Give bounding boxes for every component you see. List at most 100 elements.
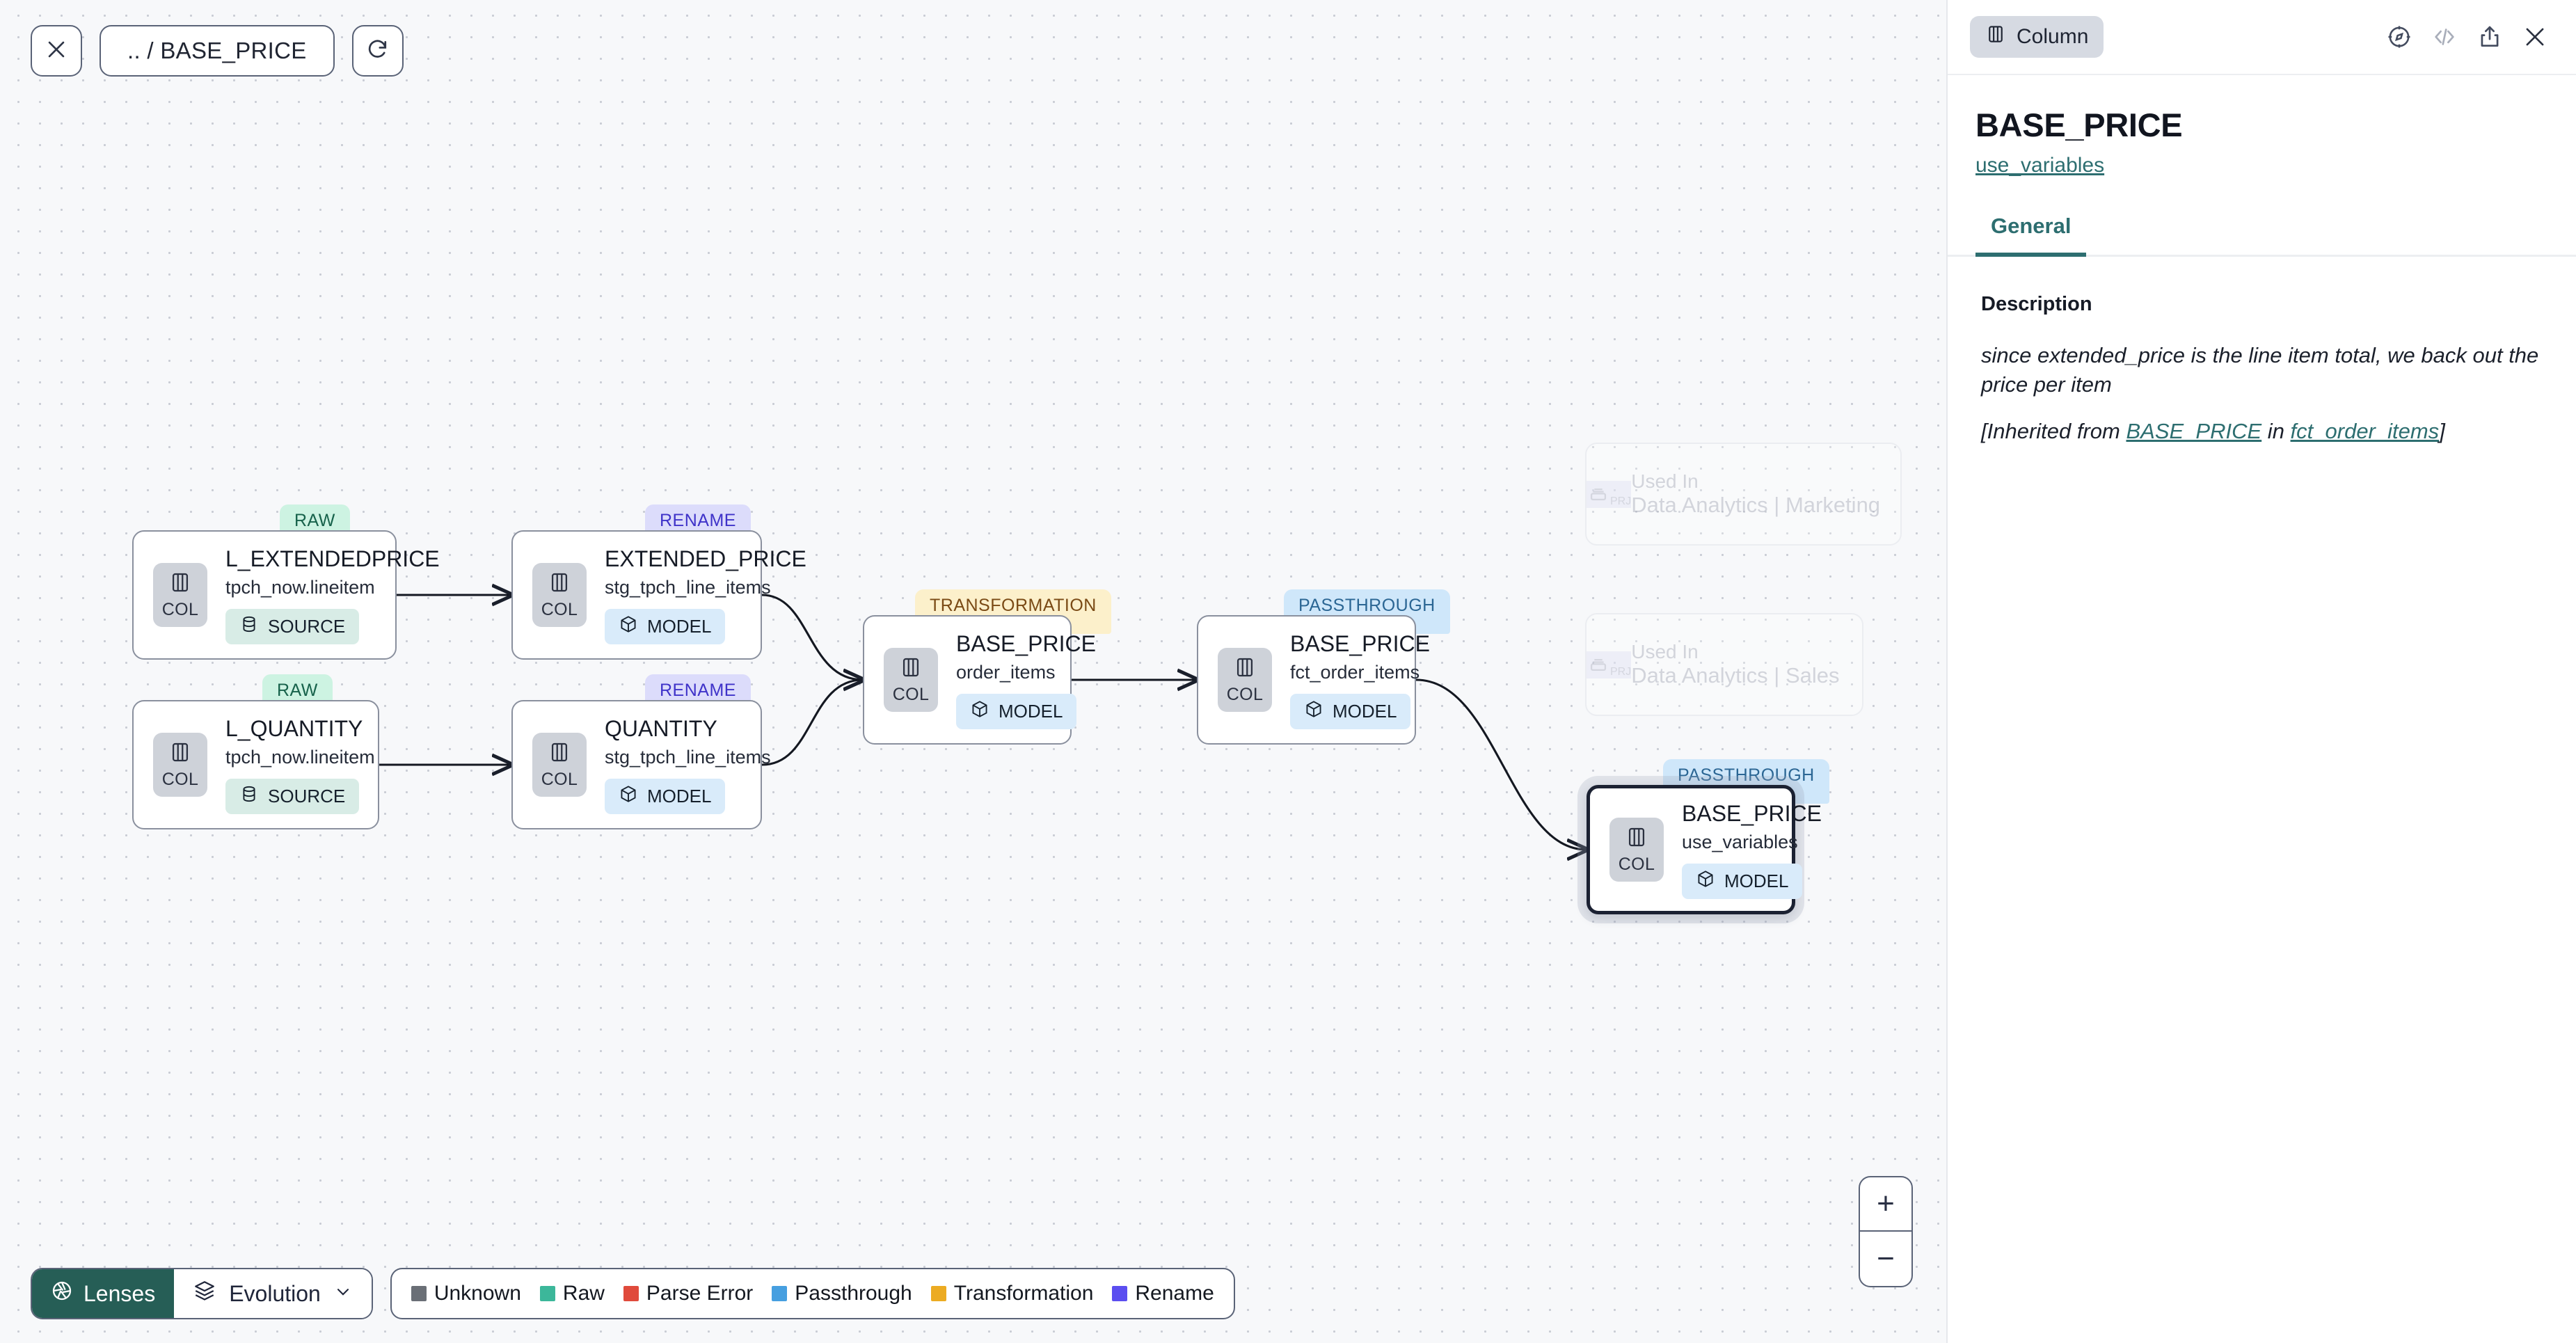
node-type-label: COL: [1226, 684, 1264, 704]
node-type-label: COL: [541, 599, 578, 619]
node-title: BASE_PRICE: [1290, 630, 1430, 656]
inherited-prefix: [Inherited from: [1981, 419, 2126, 444]
legend-swatch: [1112, 1286, 1128, 1301]
node-source-label: MODEL: [1333, 700, 1397, 722]
parent-model-link[interactable]: use_variables: [1975, 154, 2105, 177]
panel-body: Description since extended_price is the …: [1948, 257, 2576, 444]
aperture-icon: [51, 1280, 73, 1308]
used-in-label: Used In: [1631, 470, 1699, 492]
node-source-badge: MODEL: [605, 778, 726, 814]
node-type-label: COL: [1618, 854, 1655, 874]
legend-swatch: [539, 1286, 555, 1301]
entity-type-chip[interactable]: Column: [1970, 16, 2104, 58]
panel-subtitle: use_variables: [1948, 144, 2576, 177]
column-icon: [548, 740, 571, 768]
node-source-label: MODEL: [647, 615, 712, 637]
column-icon: [899, 655, 923, 683]
inherited-model-link[interactable]: fct_order_items: [2290, 419, 2440, 444]
node-type-badge: COL: [153, 563, 207, 627]
share-icon[interactable]: [2476, 24, 2503, 50]
node-type-badge: COL: [884, 648, 938, 712]
details-panel: Column: [1946, 0, 2576, 1343]
status-legend: Unknown Raw Parse Error Passthrough Transfor…: [390, 1268, 1235, 1319]
node-source-label: SOURCE: [268, 785, 346, 806]
zoom-out-button[interactable]: −: [1877, 1241, 1895, 1276]
node-subtitle: use_variables: [1682, 831, 1798, 852]
node-subtitle: tpch_now.lineitem: [225, 576, 375, 598]
project-icon: [1587, 488, 1610, 507]
node-type-label: COL: [892, 684, 930, 704]
legend-item[interactable]: Raw: [539, 1282, 605, 1305]
inherited-from-note: [Inherited from BASE_PRICE in fct_order_…: [1981, 419, 2548, 444]
legend-label: Rename: [1135, 1282, 1214, 1305]
node-title: QUANTITY: [605, 715, 717, 741]
breadcrumb-label: .. / BASE_PRICE: [127, 38, 307, 63]
legend-item[interactable]: Unknown: [411, 1282, 521, 1305]
node-title: L_QUANTITY: [225, 715, 363, 741]
tab-general[interactable]: General: [1975, 214, 2087, 257]
code-icon[interactable]: [2431, 24, 2458, 50]
node-subtitle: order_items: [956, 661, 1056, 683]
chevron-down-icon: [333, 1281, 353, 1307]
node-type-label: COL: [541, 769, 578, 789]
project-icon: [1587, 658, 1610, 678]
column-icon: [1233, 655, 1257, 683]
legend-item[interactable]: Rename: [1112, 1282, 1214, 1305]
legend-item[interactable]: Transformation: [930, 1282, 1093, 1305]
node-type-badge: COL: [1218, 648, 1272, 712]
compass-icon[interactable]: [2386, 24, 2412, 50]
entity-type-label: Column: [2017, 25, 2089, 48]
legend-swatch: [772, 1286, 788, 1301]
zoom-controls: + −: [1859, 1176, 1913, 1287]
cube-icon: [970, 699, 989, 724]
close-icon[interactable]: [2522, 24, 2548, 50]
cube-icon: [619, 614, 638, 639]
node-type-badge: COL: [532, 563, 587, 627]
node-type-label: PRJ: [1610, 495, 1632, 507]
breadcrumb-path-button[interactable]: .. / BASE_PRICE: [100, 25, 335, 77]
node-subtitle: tpch_now.lineitem: [225, 746, 375, 768]
node-type-badge: COL: [532, 733, 587, 797]
panel-tabs: General: [1948, 214, 2576, 257]
canvas-toolbar: .. / BASE_PRICE: [31, 25, 404, 77]
node-type-label: COL: [161, 599, 199, 619]
used-in-target: Data Analytics | Marketing: [1631, 493, 1881, 517]
legend-label: Unknown: [434, 1282, 521, 1305]
close-button[interactable]: [31, 25, 82, 77]
legend-item[interactable]: Passthrough: [772, 1282, 912, 1305]
zoom-in-button[interactable]: +: [1860, 1177, 1911, 1232]
column-icon: [168, 571, 192, 598]
lenses-button[interactable]: Lenses: [32, 1269, 175, 1318]
legend-label: Raw: [562, 1282, 605, 1305]
node-type-label: PRJ: [1610, 665, 1632, 678]
node-source-badge: MODEL: [956, 693, 1077, 729]
legend-label: Passthrough: [795, 1282, 912, 1305]
evolution-label: Evolution: [229, 1280, 321, 1306]
page-title: BASE_PRICE: [1975, 106, 2183, 143]
description-section-label: Description: [1981, 293, 2092, 315]
node-source-badge: SOURCE: [225, 608, 360, 644]
legend-item[interactable]: Parse Error: [623, 1282, 753, 1305]
inherited-column-link[interactable]: BASE_PRICE: [2126, 419, 2262, 444]
column-icon: [1985, 24, 2006, 50]
refresh-button[interactable]: [351, 25, 404, 77]
node-type-label: COL: [161, 769, 199, 789]
node-title: L_EXTENDEDPRICE: [225, 546, 440, 571]
lenses-evolution-group: Lenses Evolution: [31, 1268, 373, 1319]
node-source-label: SOURCE: [268, 615, 346, 637]
legend-swatch: [930, 1286, 946, 1301]
refresh-icon: [366, 38, 390, 65]
evolution-dropdown[interactable]: Evolution: [174, 1269, 372, 1318]
legend-swatch: [623, 1286, 639, 1301]
panel-header-actions: [2386, 24, 2548, 50]
